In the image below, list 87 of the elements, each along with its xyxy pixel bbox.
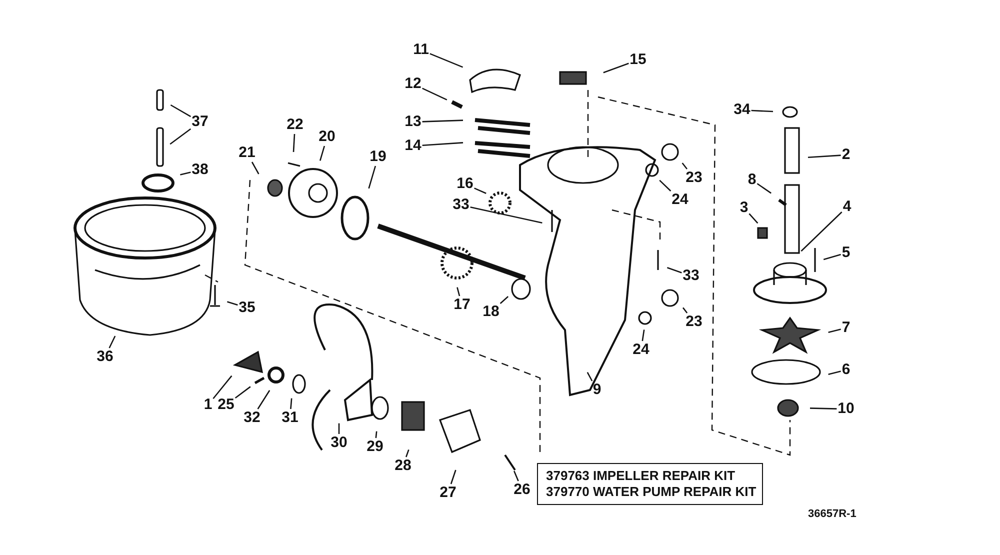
callout-number: 34	[734, 102, 750, 118]
note-text: 379763 IMPELLER REPAIR KIT	[546, 468, 736, 484]
leader-line	[170, 104, 192, 118]
leader-line	[212, 375, 232, 399]
callout-number: 25	[218, 397, 234, 413]
callout-number: 30	[330, 435, 348, 451]
leader-line	[474, 188, 486, 194]
leader-line	[422, 120, 464, 122]
callout-number: 7	[842, 320, 850, 336]
drawing-number: 36657R-1	[808, 508, 856, 520]
callout-number: 37	[192, 114, 208, 130]
callout-number: 8	[748, 172, 756, 188]
note-box	[537, 463, 763, 505]
callout-number: 24	[632, 342, 650, 358]
leader-line	[823, 254, 841, 260]
callout-number: 26	[514, 482, 530, 498]
callout-number: 22	[286, 117, 304, 133]
callout-number: 14	[404, 138, 422, 154]
callout-number: 10	[838, 401, 854, 417]
leader-line	[234, 386, 251, 399]
callout-number: 23	[686, 314, 702, 330]
note-text: 379770 WATER PUMP REPAIR KIT	[546, 484, 754, 500]
callout-number: 35	[238, 300, 256, 316]
callout-number: 5	[842, 245, 850, 261]
leader-line	[810, 408, 837, 410]
leader-line	[450, 470, 456, 484]
leader-line	[586, 372, 593, 382]
leader-line	[375, 431, 378, 438]
leader-line	[108, 336, 116, 348]
leader-line	[514, 470, 519, 482]
callout-number: 21	[238, 145, 256, 161]
leader-line	[290, 398, 292, 410]
callout-number: 24	[672, 192, 688, 208]
callout-number: 33	[452, 197, 470, 213]
leader-line	[170, 128, 192, 145]
callout-number: 16	[456, 176, 474, 192]
callout-number: 29	[366, 439, 384, 455]
callout-number: 2	[842, 147, 850, 163]
callout-number: 6	[842, 362, 850, 378]
callout-number: 18	[482, 304, 500, 320]
callout-number: 9	[592, 382, 602, 398]
leader-line	[748, 213, 758, 224]
leader-line	[422, 142, 464, 146]
leader-line	[666, 266, 682, 274]
leader-line	[227, 301, 238, 306]
leader-line	[257, 390, 270, 410]
leader-line	[422, 88, 448, 100]
leader-line	[800, 212, 842, 252]
leader-line	[251, 162, 260, 174]
callout-number: 31	[282, 410, 298, 426]
leader-line	[828, 370, 841, 376]
leader-line	[828, 328, 841, 334]
leader-line	[642, 330, 645, 342]
callout-number: 38	[192, 162, 208, 178]
callout-number: 11	[413, 42, 429, 58]
leader-line	[292, 134, 296, 152]
callout-number: 20	[318, 129, 336, 145]
callout-number: 32	[244, 410, 260, 426]
leader-line	[756, 183, 772, 194]
callout-number: 13	[404, 114, 422, 130]
leader-line	[808, 154, 841, 158]
callout-number: 36	[96, 349, 114, 365]
callout-number: 4	[842, 199, 852, 215]
callout-number: 17	[454, 297, 470, 313]
leader-line	[368, 166, 376, 189]
leader-line	[500, 296, 509, 304]
leader-line	[682, 307, 688, 314]
leader-line	[603, 62, 629, 74]
leader-line	[180, 172, 191, 176]
callout-number: 33	[682, 268, 700, 284]
callout-number: 19	[370, 149, 386, 165]
leader-line	[319, 146, 326, 161]
callout-number: 12	[404, 76, 422, 92]
leader-line	[751, 110, 774, 112]
leader-line	[338, 423, 340, 434]
callout-number: 1	[204, 397, 212, 413]
callout-number: 28	[394, 458, 412, 474]
leader-line	[470, 206, 542, 224]
callout-number: 15	[630, 52, 646, 68]
leader-line	[682, 162, 688, 170]
leader-line	[430, 53, 464, 68]
callout-number: 3	[740, 200, 748, 216]
leader-line	[659, 180, 672, 192]
leader-line	[405, 449, 410, 458]
callout-number: 27	[440, 485, 456, 501]
leader-line	[456, 287, 460, 296]
callout-number: 23	[686, 170, 702, 186]
